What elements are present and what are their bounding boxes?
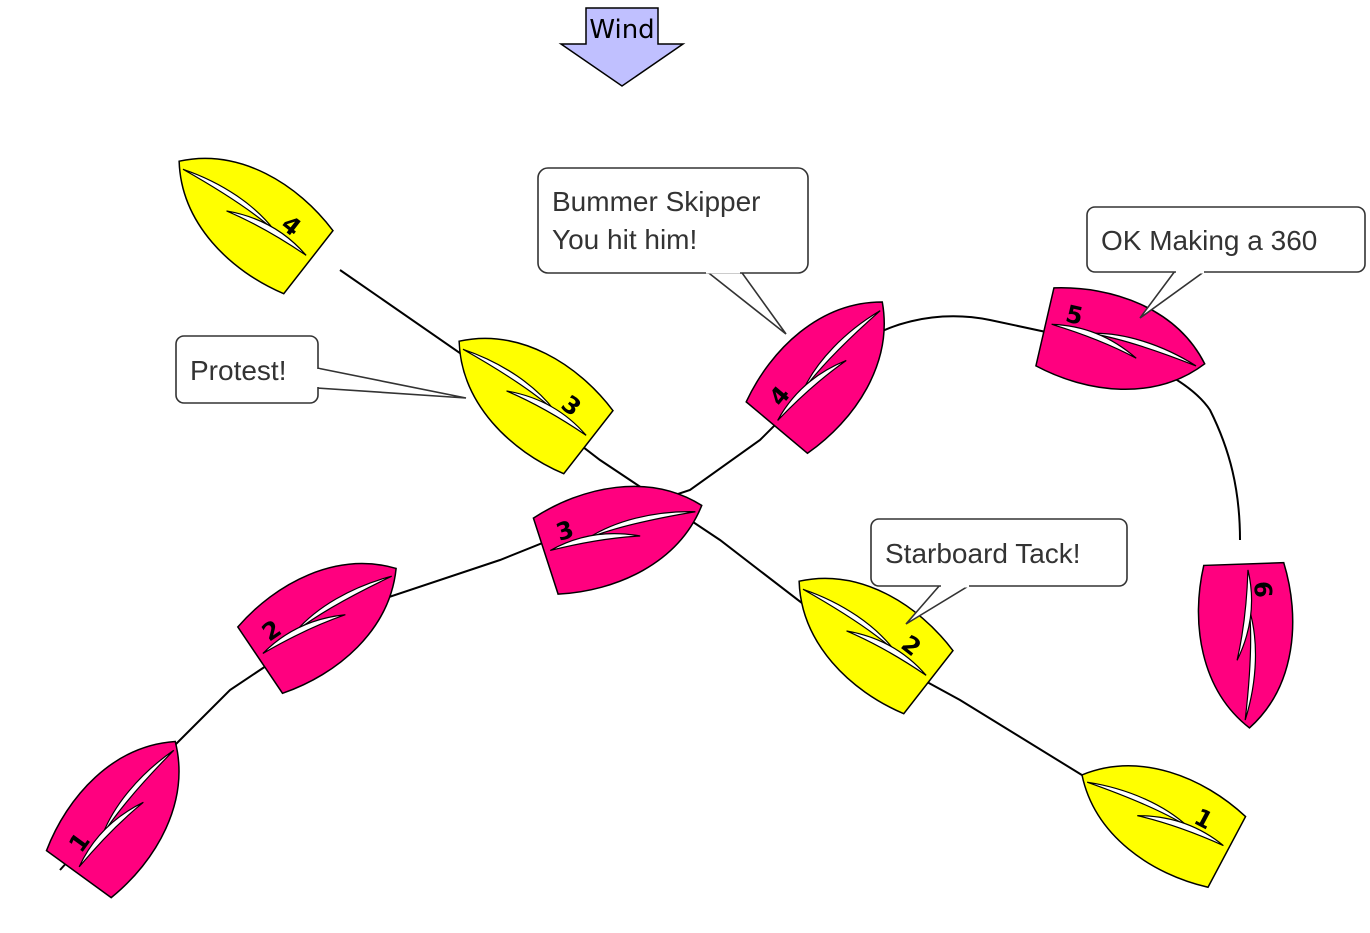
ok-360-bubble: OK Making a 360 bbox=[1086, 206, 1366, 319]
ok-360-text: OK Making a 360 bbox=[1101, 225, 1317, 256]
yellow-boat: 4 bbox=[178, 157, 334, 295]
starboard-text: Starboard Tack! bbox=[885, 538, 1081, 569]
bummer-line1: Bummer Skipper bbox=[552, 186, 761, 217]
magenta-boat: 3 bbox=[532, 485, 703, 595]
boat-number: 6 bbox=[1248, 581, 1277, 599]
protest-text: Protest! bbox=[190, 355, 286, 386]
magenta-boat: 6 bbox=[1197, 561, 1294, 729]
wind-label: Wind bbox=[589, 15, 654, 45]
sail-icon bbox=[262, 614, 346, 654]
bummer-bubble: Bummer Skipper You hit him! bbox=[537, 167, 809, 335]
sail-icon bbox=[1236, 569, 1253, 661]
magenta-boat: 5 bbox=[1035, 287, 1206, 390]
sail-icon bbox=[549, 533, 641, 552]
yellow-boat: 2 bbox=[798, 577, 954, 715]
sail-icon bbox=[226, 210, 307, 256]
bummer-line2: You hit him! bbox=[552, 224, 697, 255]
sail-icon bbox=[846, 630, 927, 676]
magenta-boat: 4 bbox=[745, 301, 885, 455]
sail-icon bbox=[777, 359, 847, 421]
boat-number: 5 bbox=[1063, 300, 1086, 331]
yellow-boat: 1 bbox=[1081, 765, 1247, 889]
magenta-boat: 2 bbox=[236, 562, 397, 695]
sail-icon bbox=[1137, 815, 1224, 847]
protest-bubble: Protest! bbox=[175, 335, 467, 404]
sail-icon bbox=[78, 801, 144, 868]
sail-icon bbox=[1051, 323, 1137, 359]
sail-icon bbox=[506, 390, 587, 436]
magenta-boat: 1 bbox=[45, 740, 180, 899]
yellow-boat: 3 bbox=[458, 337, 614, 475]
starboard-bubble: Starboard Tack! bbox=[870, 518, 1128, 625]
wind-arrow: Wind bbox=[558, 7, 686, 87]
